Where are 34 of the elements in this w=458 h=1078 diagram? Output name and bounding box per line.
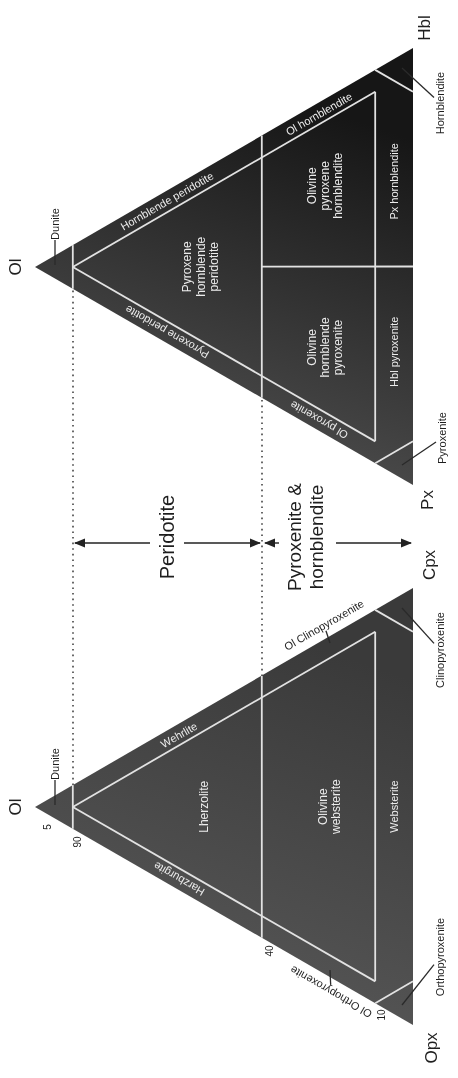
ternary-triangle bbox=[35, 588, 413, 1025]
rock-field-label: Olivine websterite bbox=[316, 770, 343, 843]
leader-text: Clinopyroxenite bbox=[433, 612, 447, 688]
vertex-label: Cpx bbox=[420, 549, 440, 581]
tick-label: 40 bbox=[264, 945, 276, 957]
vertex-label: Ol bbox=[6, 798, 26, 816]
tick-label: 5 bbox=[42, 824, 54, 830]
leader-line bbox=[325, 630, 331, 644]
ternary-triangle bbox=[35, 48, 413, 485]
leader-text: Pyroxenite bbox=[435, 412, 449, 464]
leader-line bbox=[329, 969, 332, 986]
rock-field-label: Pyroxene hornblende peridotite bbox=[181, 231, 222, 302]
leader-line bbox=[401, 963, 435, 1006]
vertex-label: Hbl bbox=[415, 15, 435, 41]
leader-line bbox=[401, 67, 435, 99]
rock-field-label: Lherzolite bbox=[198, 780, 212, 833]
leader-text: Dunite bbox=[48, 208, 62, 240]
tick-label: 90 bbox=[72, 836, 84, 848]
rock-field-label: Olivine pyroxene hornblendite bbox=[306, 149, 346, 222]
rock-field-label: Olivine hornblende pyroxenite bbox=[306, 311, 346, 384]
vertex-label: Ol bbox=[6, 258, 26, 276]
leader-line bbox=[401, 607, 435, 644]
rock-field-label: Hbl pyroxenite bbox=[388, 316, 401, 387]
rock-field-label: Px hornblendite bbox=[388, 143, 401, 220]
tick-label: 10 bbox=[376, 1009, 388, 1021]
leader-line bbox=[54, 779, 56, 806]
leader-line bbox=[401, 441, 437, 466]
rock-field-label: Websterite bbox=[388, 780, 401, 833]
leader-text: Dunite bbox=[48, 748, 62, 780]
leader-text: Orthopyroxenite bbox=[433, 917, 447, 997]
vertex-label: Opx bbox=[422, 1032, 442, 1064]
leader-text: Hornblendite bbox=[433, 71, 447, 135]
leader-line bbox=[54, 239, 56, 266]
vertex-label: Px bbox=[418, 490, 438, 510]
